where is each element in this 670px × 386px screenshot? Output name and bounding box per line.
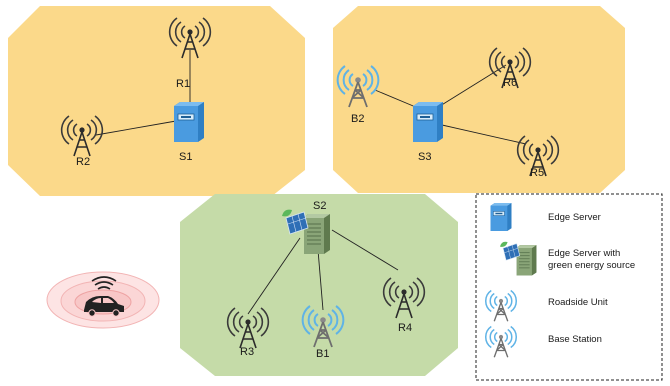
link-s2-r4 [331,229,399,271]
link-s2-b1 [317,249,324,311]
label-s3: S3 [418,151,431,163]
legend-base-station: Base Station [548,334,602,345]
label-r1: R1 [176,78,190,90]
legend-roadside-unit: Roadside Unit [548,297,608,308]
legend-server-icon [490,202,512,232]
link-s3-r5 [441,124,527,145]
legend-green-server-line1: Edge Server with [548,248,620,259]
label-r3: R3 [240,346,254,358]
car-icon [84,296,124,317]
legend-green-server-line2: green energy source [548,260,635,271]
label-r4: R4 [398,322,412,334]
label-r6: R6 [503,77,517,89]
label-s1: S1 [179,151,192,163]
link-s1-r2 [95,120,177,136]
link-s3-b2 [374,89,419,109]
zone-top-left [8,6,305,196]
link-s2-r3 [247,237,301,315]
legend: Edge Server Edge Server with green energ… [475,193,663,381]
legend-edge-server: Edge Server [548,212,601,223]
link-s3-r6 [439,64,507,107]
server-icon-s1 [173,101,205,143]
label-b2: B2 [351,113,364,125]
label-r2: R2 [76,156,90,168]
label-s2: S2 [313,200,326,212]
label-b1: B1 [316,348,329,360]
vehicle-group [46,271,160,329]
zone-top-right [333,6,625,193]
links [95,50,527,315]
server-icon-s3 [412,101,444,143]
label-r5: R5 [530,167,544,179]
car-signal-icon [91,276,117,290]
